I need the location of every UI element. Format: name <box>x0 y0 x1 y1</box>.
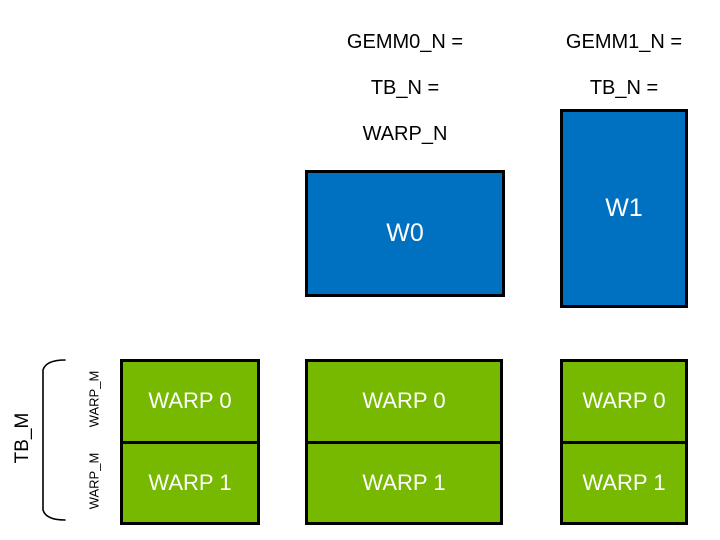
warp-m-bottom-label: WARP_M <box>86 452 102 510</box>
green-column-0: WARP 0 WARP 1 <box>120 359 260 525</box>
gemm1-header-line2: TB_N = <box>589 77 659 99</box>
tb-m-label: TB_M <box>12 412 33 464</box>
warp1-label: WARP 1 <box>362 469 446 495</box>
warp-m-top-label: WARP_M <box>86 370 102 428</box>
gemm0-header: GEMM0_N = TB_N = WARP_N <box>305 8 505 169</box>
warp0-tile-col0: WARP 0 <box>123 362 257 444</box>
w0-box: W0 <box>305 170 505 297</box>
green-column-1: WARP 0 WARP 1 <box>305 359 503 525</box>
warp1-label: WARP 1 <box>148 469 232 495</box>
gemm0-header-line1: GEMM0_N = <box>346 31 464 53</box>
gemm0-header-line3: WARP_N <box>362 123 448 145</box>
warp0-tile-col1: WARP 0 <box>308 362 500 444</box>
warp0-label: WARP 0 <box>582 388 666 414</box>
warp1-tile-col1: WARP 1 <box>308 443 500 522</box>
gemm1-header-line1: GEMM1_N = <box>565 31 683 53</box>
warp1-label: WARP 1 <box>582 469 666 495</box>
w0-label: W0 <box>386 219 424 247</box>
warp1-tile-col0: WARP 1 <box>123 443 257 522</box>
w1-box: W1 <box>560 109 688 308</box>
warp0-label: WARP 0 <box>362 388 446 414</box>
warp0-tile-col2: WARP 0 <box>563 362 685 444</box>
warp0-label: WARP 0 <box>148 388 232 414</box>
gemm0-header-line2: TB_N = <box>370 77 440 99</box>
green-column-2: WARP 0 WARP 1 <box>560 359 688 525</box>
tb-m-bracket <box>42 359 66 521</box>
w1-label: W1 <box>605 194 643 222</box>
warp1-tile-col2: WARP 1 <box>563 443 685 522</box>
